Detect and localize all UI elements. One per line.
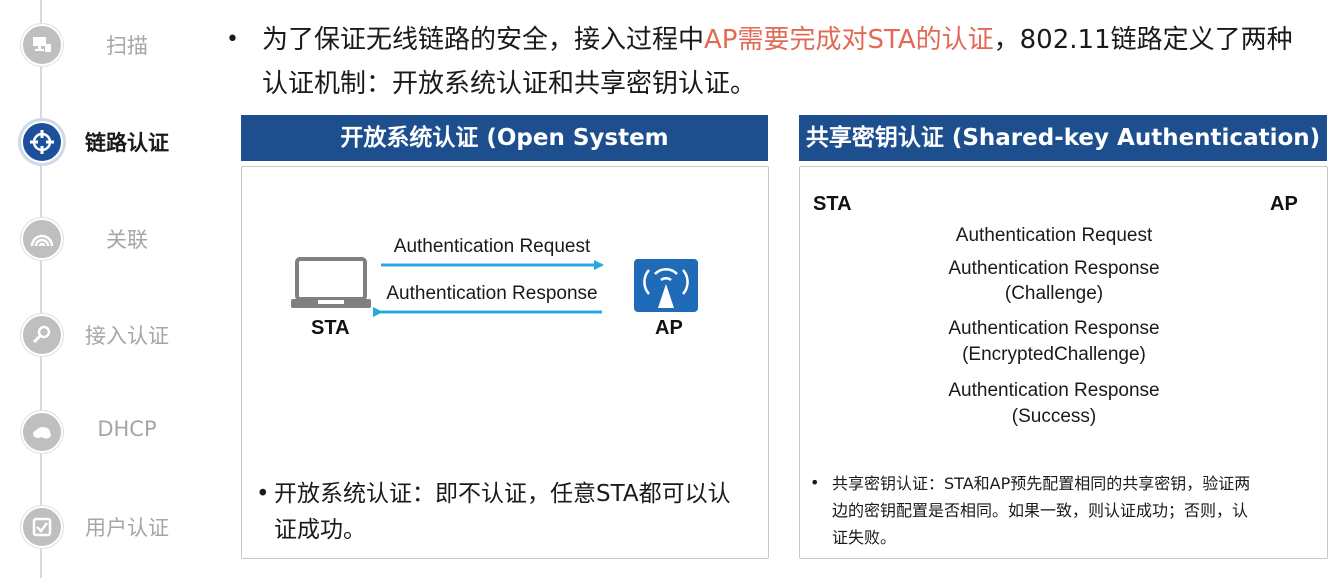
step-label: 接入认证 [85,324,169,348]
shared-msg2-label: Authentication Response [948,258,1160,279]
bullet: • [226,27,239,52]
shared-msg4-label: Authentication Response [948,380,1160,401]
shared-msg1-label: Authentication Request [955,225,1153,246]
open-sta-label: STA [311,317,350,339]
shared-sta-label: STA [813,193,852,215]
checkbox-icon [21,506,63,548]
intro-line-2: 认证机制：开放系统认证和共享密钥认证。 [262,69,757,99]
step-scan[interactable]: 扫描 [0,20,200,70]
rainbow-icon [21,218,63,260]
open-request-label: Authentication Request [393,236,591,257]
shared-msg2-sub: (Challenge) [1004,283,1104,304]
open-response-label: Authentication Response [386,283,598,304]
crosshair-icon [21,121,63,163]
step-label: 关联 [106,228,148,252]
access-point-icon [634,259,698,312]
step-user-auth[interactable]: 用户认证 [0,502,200,552]
shared-msg4-sub: (Success) [1011,406,1097,427]
shared-auth-title: 共享密钥认证 (Shared-key Authentication) [799,115,1327,161]
open-auth-panel [241,166,769,559]
shared-msg3-label: Authentication Response [948,318,1160,339]
step-label: 扫描 [106,34,148,58]
step-access-auth[interactable]: 接入认证 [0,310,200,360]
shared-msg3-sub: (EncryptedChallenge) [962,344,1146,365]
step-label: 用户认证 [85,516,169,540]
step-associate[interactable]: 关联 [0,214,200,264]
key-icon [21,314,63,356]
shared-auth-panel [799,166,1328,559]
highlight-text: AP需要完成对STA的认证 [704,25,994,55]
step-dhcp[interactable]: DHCP [0,407,200,457]
laptop-icon [291,257,371,308]
bullet: • [256,481,270,507]
step-label: DHCP [97,417,157,441]
intro-line-1: 为了保证无线链路的安全，接入过程中AP需要完成对STA的认证，802.11链路定… [262,25,1293,55]
bullet: • [810,473,820,492]
network-icon [21,24,63,66]
progress-rail [40,0,42,578]
open-ap-label: AP [655,317,683,339]
shared-ap-label: AP [1270,193,1298,215]
step-link-auth[interactable]: 链路认证 [0,117,200,167]
step-label: 链路认证 [85,131,169,155]
cloud-icon [21,411,63,453]
